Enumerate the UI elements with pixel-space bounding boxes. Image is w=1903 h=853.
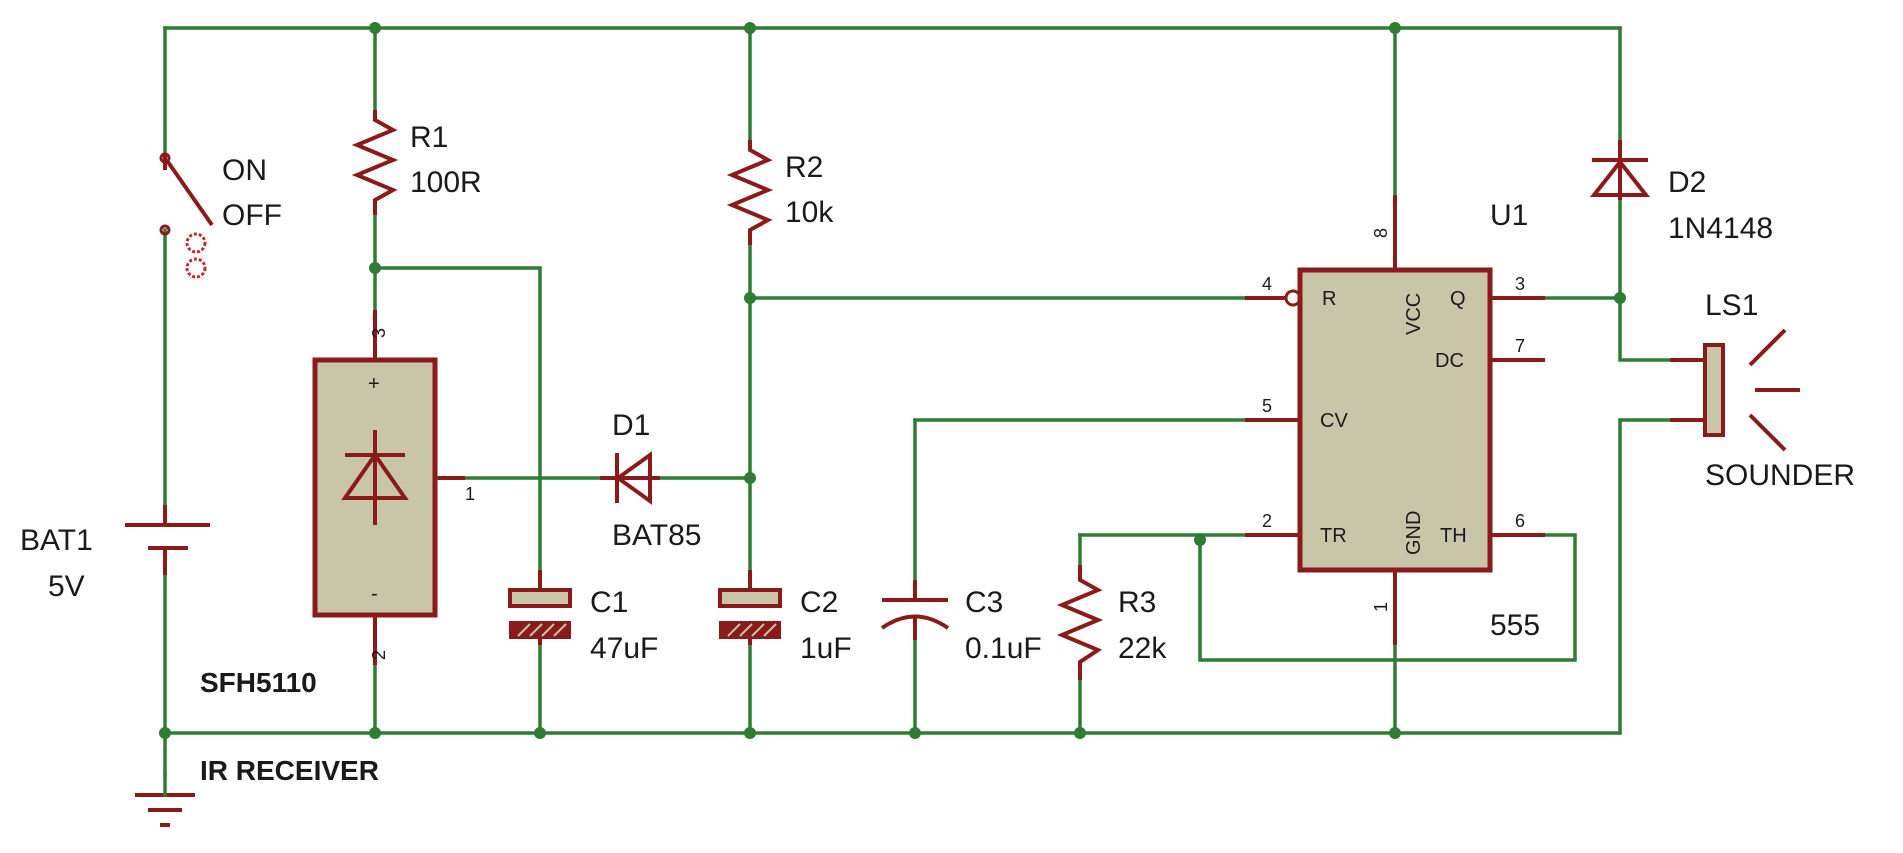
ls1-value: SOUNDER <box>1705 459 1855 492</box>
r3-value: 22k <box>1118 632 1167 665</box>
u1-pin7-number: 7 <box>1515 336 1525 356</box>
c1-ref: C1 <box>590 586 628 619</box>
r1-value: 100R <box>410 166 482 199</box>
ir-part-number: SFH5110 <box>200 667 317 698</box>
capacitor-c2: C2 1uF <box>718 570 852 665</box>
power-switch: ON OFF <box>159 152 282 279</box>
u1-pin-r: R <box>1322 288 1336 310</box>
ic-u1-555: R VCC Q DC CV TR GND TH 4 8 3 7 5 2 1 6 … <box>1245 195 1545 645</box>
resistor-r1: R1 100R <box>351 110 482 215</box>
r2-value: 10k <box>785 196 834 229</box>
u1-value: 555 <box>1490 609 1540 642</box>
u1-pin4-number: 4 <box>1262 274 1272 294</box>
u1-pin-q: Q <box>1450 288 1466 310</box>
ir-pin-minus: - <box>371 583 378 605</box>
u1-pin-vcc: VCC <box>1403 293 1425 335</box>
junctions <box>159 22 1626 739</box>
u1-ref: U1 <box>1490 199 1528 232</box>
u1-pin5-number: 5 <box>1262 396 1272 416</box>
wires <box>163 26 1672 777</box>
ir-pin1-number: 1 <box>465 484 475 504</box>
c3-value: 0.1uF <box>965 632 1042 665</box>
u1-pin-th: TH <box>1440 525 1467 547</box>
r3-ref: R3 <box>1118 586 1156 619</box>
resistor-r2: R2 10k <box>726 140 834 245</box>
ls1-ref: LS1 <box>1705 289 1758 322</box>
r2-ref: R2 <box>785 151 823 184</box>
u1-pin2-number: 2 <box>1262 511 1272 531</box>
ir-receiver: + - 3 2 1 SFH5110 IR RECEIVER <box>200 310 475 786</box>
u1-pin-tr: TR <box>1320 525 1347 547</box>
capacitor-c3: C3 0.1uF <box>880 580 1042 665</box>
speaker-ls1: LS1 SOUNDER <box>1670 289 1855 492</box>
u1-pin-cv: CV <box>1320 410 1348 432</box>
u1-pin1-number: 1 <box>1371 602 1391 612</box>
d2-ref: D2 <box>1668 166 1706 199</box>
ir-receiver-label: IR RECEIVER <box>200 755 379 786</box>
c2-ref: C2 <box>800 586 838 619</box>
switch-off-label: OFF <box>222 199 282 232</box>
ir-pin3-number: 3 <box>369 328 389 338</box>
ir-pin-plus: + <box>368 373 380 395</box>
bat1-value: 5V <box>48 570 85 603</box>
diode-d1: D1 BAT85 <box>600 409 702 552</box>
resistor-r3: R3 22k <box>1056 565 1167 680</box>
c1-value: 47uF <box>590 632 658 665</box>
d1-ref: D1 <box>612 409 650 442</box>
u1-pin-gnd: GND <box>1403 511 1425 555</box>
d1-value: BAT85 <box>612 519 702 552</box>
d2-value: 1N4148 <box>1668 212 1773 245</box>
c2-value: 1uF <box>800 632 852 665</box>
battery-bat1: BAT1 5V <box>20 505 210 603</box>
switch-on-label: ON <box>222 154 267 187</box>
u1-pin6-number: 6 <box>1515 511 1525 531</box>
bat1-ref: BAT1 <box>20 524 93 557</box>
c3-ref: C3 <box>965 586 1003 619</box>
diode-d2: D2 1N4148 <box>1589 140 1773 245</box>
capacitor-c1: C1 47uF <box>508 570 658 665</box>
u1-pin3-number: 3 <box>1515 274 1525 294</box>
r1-ref: R1 <box>410 121 448 154</box>
u1-pin8-number: 8 <box>1371 228 1391 238</box>
ir-pin2-number: 2 <box>369 650 389 660</box>
u1-pin-dc: DC <box>1435 350 1464 372</box>
ground-icon <box>135 773 195 827</box>
